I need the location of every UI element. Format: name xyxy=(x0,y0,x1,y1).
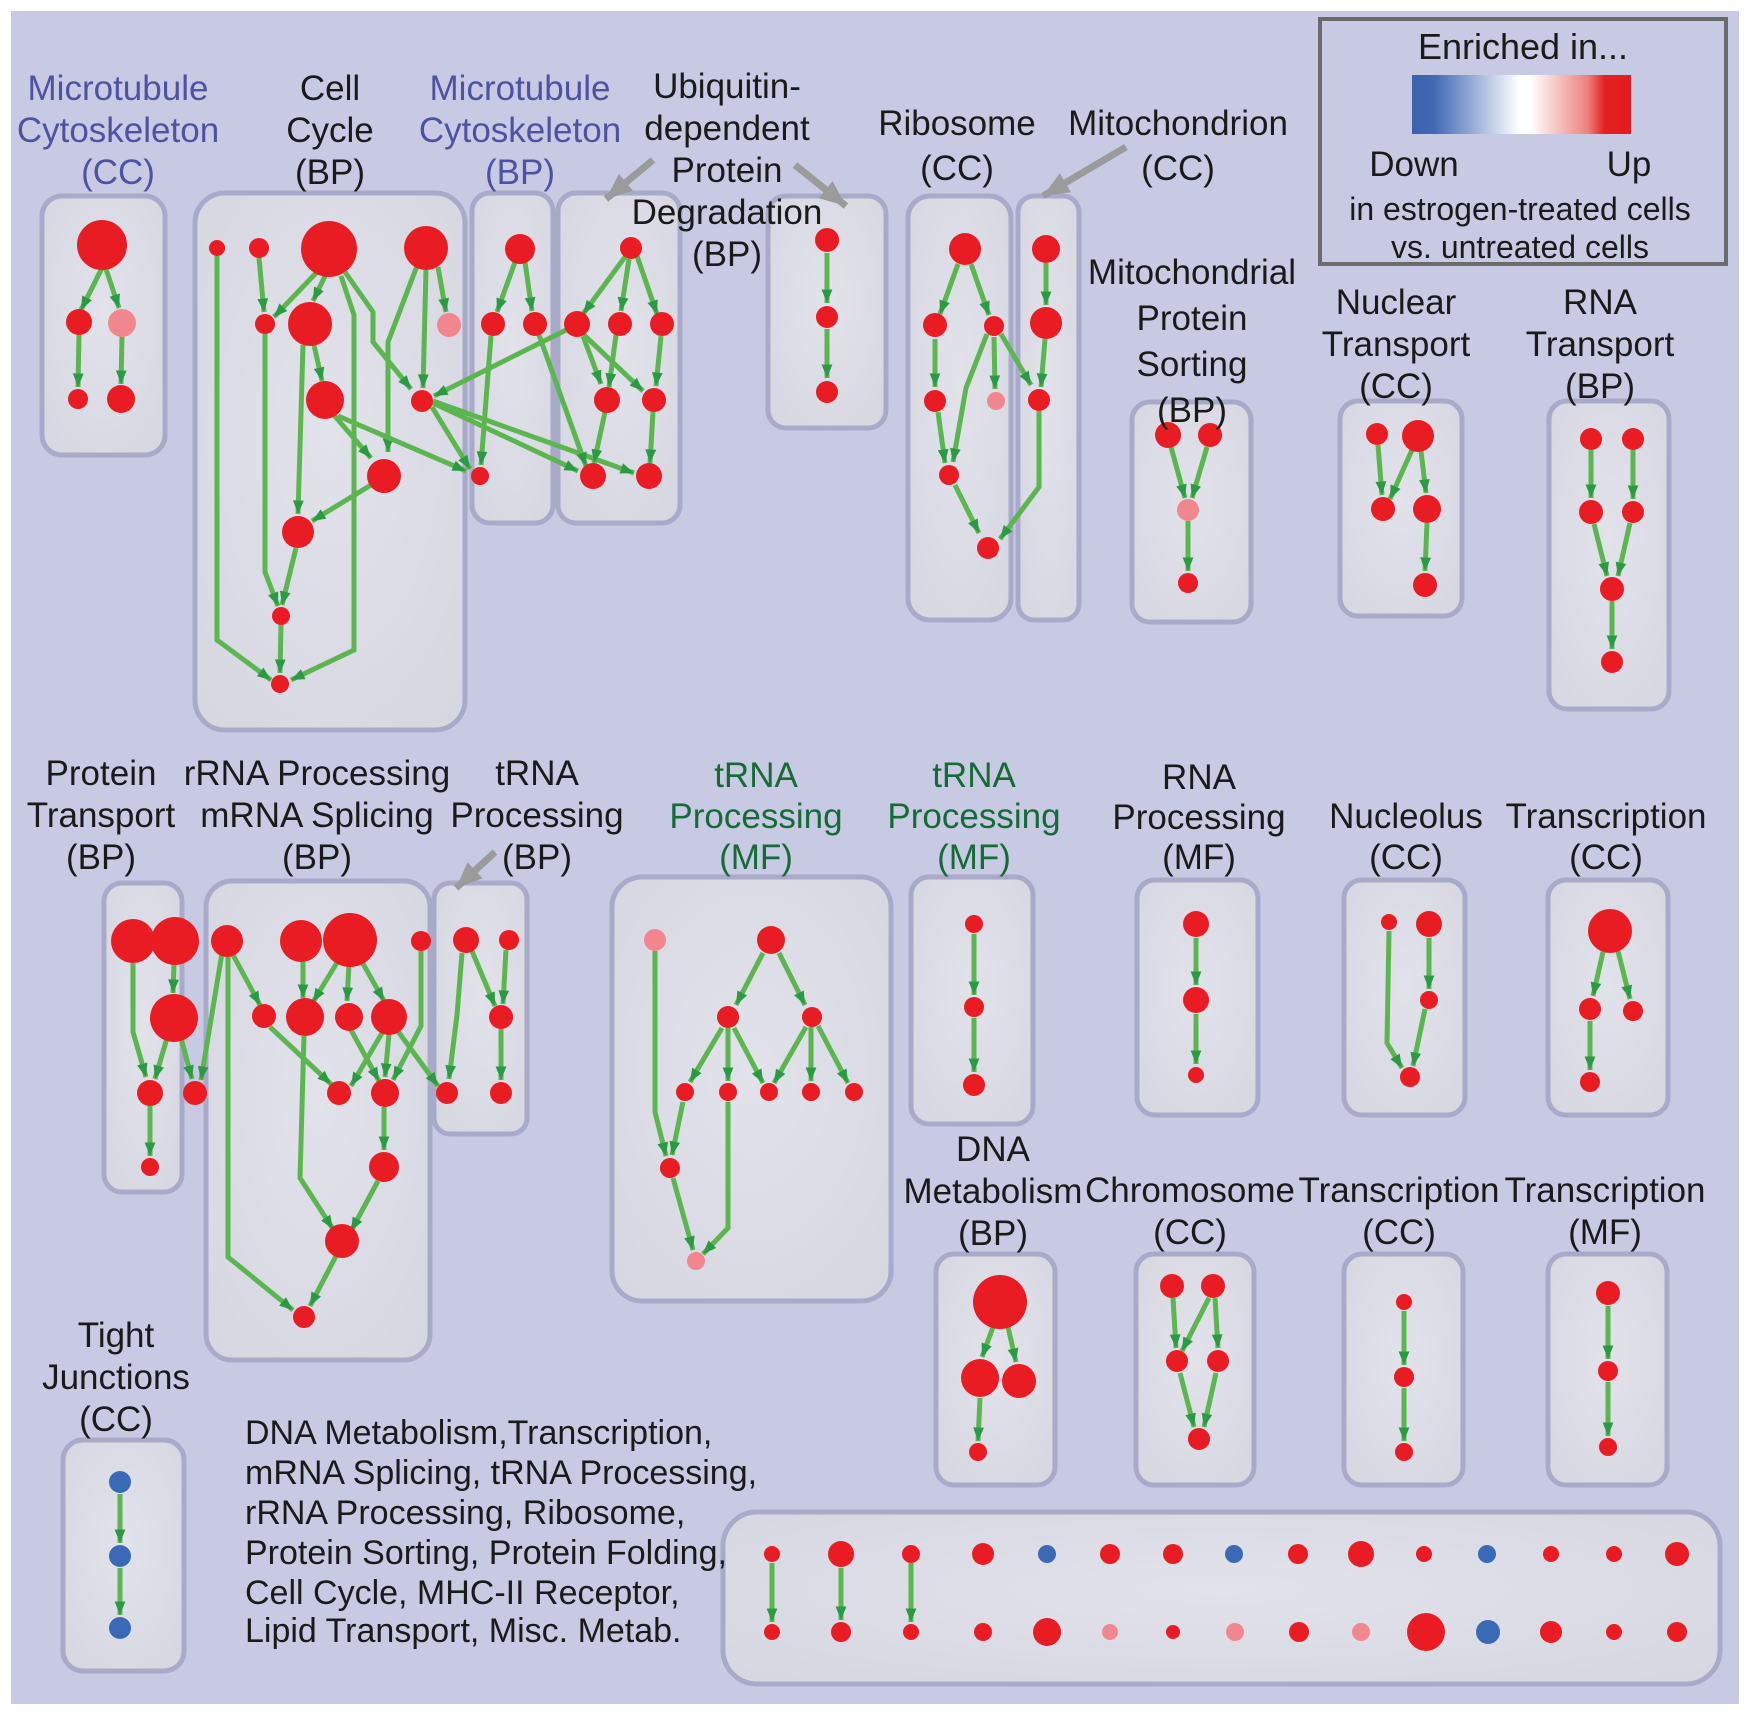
svg-text:Protein: Protein xyxy=(672,151,783,190)
svg-text:Lipid Transport, Misc. Metab.: Lipid Transport, Misc. Metab. xyxy=(245,1612,682,1650)
svg-text:Mitochondrial: Mitochondrial xyxy=(1088,253,1296,292)
svg-text:Transcription: Transcription xyxy=(1506,797,1707,836)
svg-text:DNA: DNA xyxy=(956,1130,1031,1169)
svg-text:(MF): (MF) xyxy=(719,838,793,877)
svg-text:Tight: Tight xyxy=(78,1316,155,1355)
svg-text:Mitochondrion: Mitochondrion xyxy=(1068,104,1288,143)
svg-text:(CC): (CC) xyxy=(1569,838,1643,877)
svg-text:Cell Cycle, MHC-II Receptor,: Cell Cycle, MHC-II Receptor, xyxy=(245,1574,680,1612)
svg-text:(BP): (BP) xyxy=(1565,367,1635,406)
svg-text:Up: Up xyxy=(1607,145,1652,184)
svg-text:Microtubule: Microtubule xyxy=(28,69,209,108)
svg-text:Cytoskeleton: Cytoskeleton xyxy=(17,111,219,150)
svg-text:Processing: Processing xyxy=(669,797,842,836)
svg-text:(MF): (MF) xyxy=(937,838,1011,877)
svg-text:(CC): (CC) xyxy=(1369,838,1443,877)
svg-text:DNA Metabolism,Transcription,: DNA Metabolism,Transcription, xyxy=(245,1414,712,1452)
svg-text:(CC): (CC) xyxy=(1359,367,1433,406)
svg-text:(MF): (MF) xyxy=(1162,838,1236,877)
svg-text:mRNA Splicing: mRNA Splicing xyxy=(200,796,433,835)
svg-text:(BP): (BP) xyxy=(66,838,136,877)
svg-text:Enriched in...: Enriched in... xyxy=(1418,26,1628,67)
svg-text:RNA: RNA xyxy=(1563,283,1638,322)
svg-text:(CC): (CC) xyxy=(1153,1213,1227,1252)
svg-text:tRNA: tRNA xyxy=(932,756,1016,795)
svg-text:in estrogen-treated cells: in estrogen-treated cells xyxy=(1349,191,1691,227)
svg-text:Sorting: Sorting xyxy=(1137,345,1248,384)
svg-text:Protein: Protein xyxy=(46,754,157,793)
svg-text:Transport: Transport xyxy=(1322,325,1471,364)
svg-text:RNA: RNA xyxy=(1162,758,1237,797)
svg-text:rRNA Processing: rRNA Processing xyxy=(184,754,450,793)
svg-text:(CC): (CC) xyxy=(81,153,155,192)
svg-text:Processing: Processing xyxy=(450,796,623,835)
svg-text:Processing: Processing xyxy=(1112,798,1285,837)
svg-text:Transport: Transport xyxy=(1526,325,1675,364)
svg-text:Nuclear: Nuclear xyxy=(1336,283,1457,322)
svg-text:Ribosome: Ribosome xyxy=(878,104,1036,143)
svg-text:(BP): (BP) xyxy=(1157,391,1227,430)
svg-text:dependent: dependent xyxy=(644,109,810,148)
svg-text:Cytoskeleton: Cytoskeleton xyxy=(419,111,621,150)
svg-text:Nucleolus: Nucleolus xyxy=(1329,797,1483,836)
svg-text:Junctions: Junctions xyxy=(42,1358,190,1397)
svg-text:(CC): (CC) xyxy=(1362,1213,1436,1252)
svg-text:(BP): (BP) xyxy=(502,838,572,877)
svg-text:Chromosome: Chromosome xyxy=(1085,1171,1295,1210)
svg-text:Microtubule: Microtubule xyxy=(430,69,611,108)
svg-text:Transcription: Transcription xyxy=(1299,1171,1500,1210)
svg-text:Transport: Transport xyxy=(27,796,176,835)
svg-text:(BP): (BP) xyxy=(295,153,365,192)
svg-text:(MF): (MF) xyxy=(1568,1213,1642,1252)
svg-text:(BP): (BP) xyxy=(692,235,762,274)
svg-text:Protein Sorting, Protein Foldi: Protein Sorting, Protein Folding, xyxy=(245,1534,727,1572)
svg-text:Cell: Cell xyxy=(300,69,360,108)
svg-text:Cycle: Cycle xyxy=(286,111,374,150)
svg-text:Processing: Processing xyxy=(887,797,1060,836)
svg-text:tRNA: tRNA xyxy=(714,756,798,795)
svg-text:(BP): (BP) xyxy=(485,153,555,192)
svg-text:Metabolism: Metabolism xyxy=(904,1172,1083,1211)
svg-text:(BP): (BP) xyxy=(958,1214,1028,1253)
svg-text:Ubiquitin-: Ubiquitin- xyxy=(653,67,801,106)
svg-text:(CC): (CC) xyxy=(920,149,994,188)
svg-text:tRNA: tRNA xyxy=(495,754,579,793)
svg-text:Down: Down xyxy=(1369,145,1458,184)
svg-text:vs. untreated cells: vs. untreated cells xyxy=(1391,229,1649,265)
svg-text:(CC): (CC) xyxy=(1141,149,1215,188)
svg-text:Degradation: Degradation xyxy=(632,193,823,232)
svg-text:mRNA Splicing, tRNA Processing: mRNA Splicing, tRNA Processing, xyxy=(245,1454,757,1492)
svg-text:(BP): (BP) xyxy=(282,838,352,877)
svg-text:Protein: Protein xyxy=(1137,299,1248,338)
svg-text:(CC): (CC) xyxy=(79,1400,153,1439)
svg-text:rRNA Processing, Ribosome,: rRNA Processing, Ribosome, xyxy=(245,1494,685,1532)
svg-text:Transcription: Transcription xyxy=(1505,1171,1706,1210)
